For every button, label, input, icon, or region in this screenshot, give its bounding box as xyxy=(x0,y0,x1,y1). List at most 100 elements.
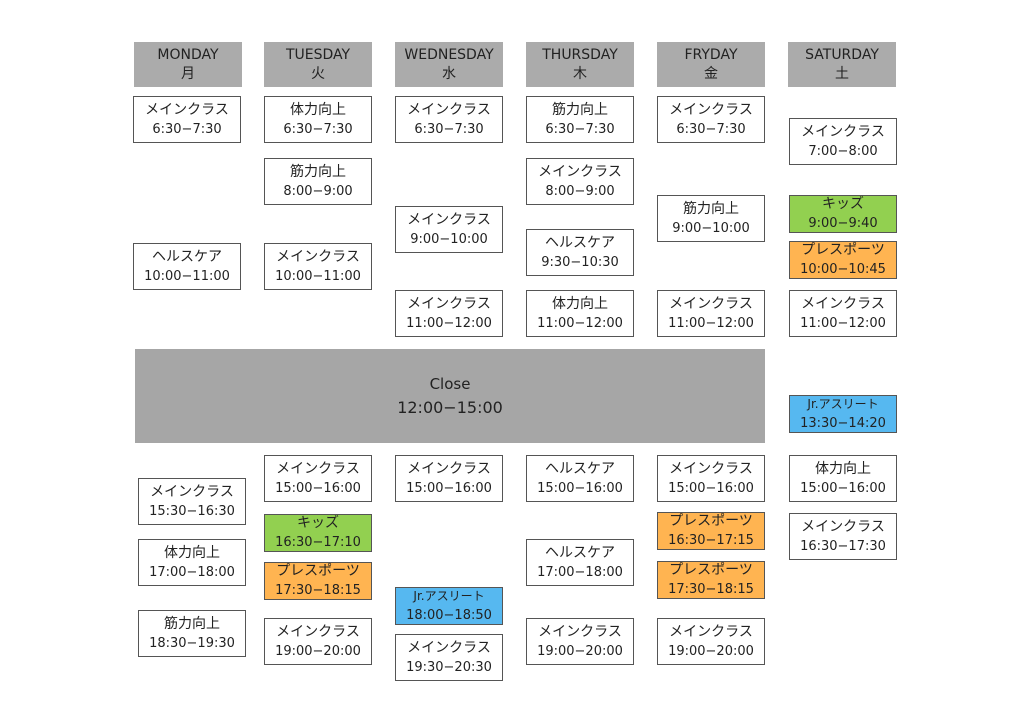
class-name: メインクラス xyxy=(669,460,753,477)
class-slot[interactable]: メインクラス 19:00−20:00 xyxy=(264,618,372,665)
class-slot[interactable]: メインクラス 9:00−10:00 xyxy=(395,206,503,253)
class-time: 17:00−18:00 xyxy=(149,564,235,580)
class-time: 9:00−10:00 xyxy=(410,231,488,247)
class-name: Jr.アスリート xyxy=(413,589,485,603)
class-time: 17:00−18:00 xyxy=(537,564,623,580)
class-name: メインクラス xyxy=(276,460,360,477)
class-time: 9:00−10:00 xyxy=(672,220,750,236)
class-slot[interactable]: 体力向上 15:00−16:00 xyxy=(789,455,897,502)
class-slot-press-sports[interactable]: プレスポーツ 17:30−18:15 xyxy=(264,562,372,600)
class-slot-kids[interactable]: キッズ 16:30−17:10 xyxy=(264,514,372,552)
class-name: 筋力向上 xyxy=(552,101,608,118)
class-time: 9:30−10:30 xyxy=(541,254,619,270)
class-time: 10:00−11:00 xyxy=(144,268,230,284)
class-name: メインクラス xyxy=(407,460,491,477)
class-time: 16:30−17:30 xyxy=(800,538,886,554)
class-slot[interactable]: メインクラス 19:00−20:00 xyxy=(657,618,765,665)
class-slot-jr-athlete[interactable]: Jr.アスリート 18:00−18:50 xyxy=(395,587,503,625)
day-name-jp: 火 xyxy=(311,65,325,82)
class-name: メインクラス xyxy=(669,295,753,312)
day-name-jp: 水 xyxy=(442,65,456,82)
class-slot[interactable]: メインクラス 15:00−16:00 xyxy=(264,455,372,502)
day-name-jp: 木 xyxy=(573,65,587,82)
class-time: 17:30−18:15 xyxy=(668,582,754,597)
class-name: メインクラス xyxy=(538,163,622,180)
class-slot-press-sports[interactable]: プレスポーツ 10:00−10:45 xyxy=(789,241,897,279)
class-name: キッズ xyxy=(822,196,864,212)
class-time: 19:00−20:00 xyxy=(275,643,361,659)
close-label: Close xyxy=(429,375,471,393)
class-slot[interactable]: 体力向上 17:00−18:00 xyxy=(138,539,246,586)
class-time: 16:30−17:10 xyxy=(275,535,361,550)
day-name-en: TUESDAY xyxy=(285,46,351,63)
class-slot[interactable]: ヘルスケア 17:00−18:00 xyxy=(526,539,634,586)
class-time: 19:00−20:00 xyxy=(537,643,623,659)
class-slot[interactable]: ヘルスケア 15:00−16:00 xyxy=(526,455,634,502)
class-time: 15:00−16:00 xyxy=(800,480,886,496)
class-name: メインクラス xyxy=(145,101,229,118)
class-name: 体力向上 xyxy=(290,101,346,118)
class-name: メインクラス xyxy=(407,295,491,312)
class-slot-press-sports[interactable]: プレスポーツ 16:30−17:15 xyxy=(657,512,765,550)
class-name: 体力向上 xyxy=(815,460,871,477)
class-time: 13:30−14:20 xyxy=(800,416,886,431)
class-slot[interactable]: メインクラス 6:30−7:30 xyxy=(657,96,765,143)
class-slot-press-sports[interactable]: プレスポーツ 17:30−18:15 xyxy=(657,561,765,599)
class-slot[interactable]: メインクラス 6:30−7:30 xyxy=(395,96,503,143)
class-name: プレスポーツ xyxy=(669,513,753,529)
class-slot[interactable]: メインクラス 10:00−11:00 xyxy=(264,243,372,290)
class-slot-jr-athlete[interactable]: Jr.アスリート 13:30−14:20 xyxy=(789,395,897,433)
day-name-jp: 月 xyxy=(181,65,195,82)
class-slot[interactable]: メインクラス 11:00−12:00 xyxy=(789,290,897,337)
class-slot[interactable]: メインクラス 11:00−12:00 xyxy=(657,290,765,337)
class-time: 15:00−16:00 xyxy=(406,480,492,496)
class-time: 9:00−9:40 xyxy=(808,216,878,231)
class-time: 11:00−12:00 xyxy=(800,315,886,331)
class-slot[interactable]: 体力向上 11:00−12:00 xyxy=(526,290,634,337)
class-slot[interactable]: メインクラス 8:00−9:00 xyxy=(526,158,634,205)
class-name: プレスポーツ xyxy=(276,563,360,579)
class-time: 15:00−16:00 xyxy=(537,480,623,496)
class-name: ヘルスケア xyxy=(545,460,615,477)
class-slot[interactable]: 筋力向上 6:30−7:30 xyxy=(526,96,634,143)
class-name: メインクラス xyxy=(801,518,885,535)
class-slot[interactable]: メインクラス 6:30−7:30 xyxy=(133,96,241,143)
class-time: 15:00−16:00 xyxy=(275,480,361,496)
class-time: 16:30−17:15 xyxy=(668,533,754,548)
class-slot[interactable]: メインクラス 19:30−20:30 xyxy=(395,634,503,681)
class-slot[interactable]: メインクラス 19:00−20:00 xyxy=(526,618,634,665)
day-name-en: SATURDAY xyxy=(805,46,879,63)
class-slot[interactable]: 筋力向上 8:00−9:00 xyxy=(264,158,372,205)
class-slot[interactable]: メインクラス 15:00−16:00 xyxy=(657,455,765,502)
class-slot[interactable]: メインクラス 15:00−16:00 xyxy=(395,455,503,502)
class-time: 11:00−12:00 xyxy=(406,315,492,331)
close-time: 12:00−15:00 xyxy=(397,398,503,417)
class-name: メインクラス xyxy=(669,623,753,640)
class-name: 筋力向上 xyxy=(164,615,220,632)
class-name: メインクラス xyxy=(150,483,234,500)
day-name-jp: 土 xyxy=(835,65,849,82)
class-slot[interactable]: ヘルスケア 9:30−10:30 xyxy=(526,229,634,276)
class-slot[interactable]: 体力向上 6:30−7:30 xyxy=(264,96,372,143)
class-slot[interactable]: 筋力向上 18:30−19:30 xyxy=(138,610,246,657)
class-slot-kids[interactable]: キッズ 9:00−9:40 xyxy=(789,195,897,233)
class-slot[interactable]: メインクラス 16:30−17:30 xyxy=(789,513,897,560)
class-time: 6:30−7:30 xyxy=(545,121,615,137)
class-name: メインクラス xyxy=(801,123,885,140)
class-slot[interactable]: メインクラス 7:00−8:00 xyxy=(789,118,897,165)
class-name: ヘルスケア xyxy=(152,248,222,265)
class-time: 8:00−9:00 xyxy=(283,183,353,199)
class-name: ヘルスケア xyxy=(545,234,615,251)
class-slot[interactable]: ヘルスケア 10:00−11:00 xyxy=(133,243,241,290)
class-slot[interactable]: メインクラス 15:30−16:30 xyxy=(138,478,246,525)
day-header-wednesday: WEDNESDAY 水 xyxy=(395,42,503,87)
class-time: 10:00−10:45 xyxy=(800,262,886,277)
class-time: 6:30−7:30 xyxy=(152,121,222,137)
class-slot[interactable]: メインクラス 11:00−12:00 xyxy=(395,290,503,337)
class-time: 10:00−11:00 xyxy=(275,268,361,284)
class-time: 15:30−16:30 xyxy=(149,503,235,519)
class-name: 体力向上 xyxy=(164,544,220,561)
class-time: 18:00−18:50 xyxy=(406,608,492,623)
class-slot[interactable]: 筋力向上 9:00−10:00 xyxy=(657,195,765,242)
class-time: 17:30−18:15 xyxy=(275,583,361,598)
